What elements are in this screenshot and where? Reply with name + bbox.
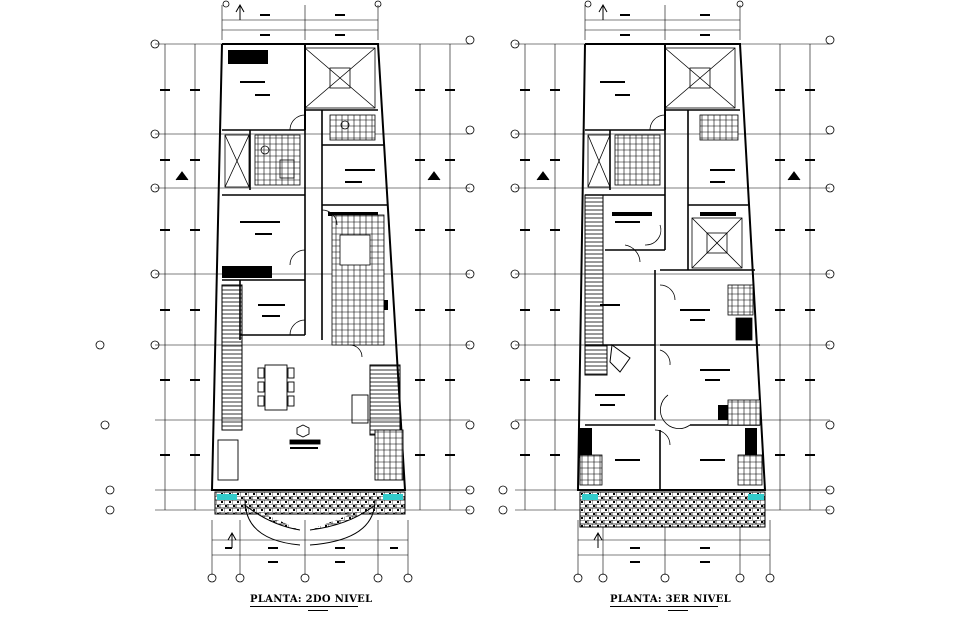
- plan-left-title: PLANTA: 2DO NIVEL: [250, 594, 373, 605]
- plan-left-drawing: [95, 0, 475, 583]
- plan-left-scale-mark: [308, 610, 328, 611]
- dining-table: [257, 364, 295, 411]
- stairs: [221, 284, 401, 436]
- living-furniture: [217, 394, 404, 481]
- bathroom-fixtures: [254, 114, 376, 186]
- dimension-ticks: [520, 14, 815, 563]
- north-arrow: [536, 3, 801, 548]
- plan-right-scale-mark: [668, 610, 688, 611]
- plan-right-drawing: [498, 0, 835, 583]
- room-labels: [240, 81, 375, 449]
- bathroom-fixtures: [579, 114, 763, 486]
- kitchen-floor: [331, 214, 385, 346]
- dimension-ticks: [160, 14, 455, 563]
- plan-right-title: PLANTA: 3ER NIVEL: [610, 594, 731, 605]
- balcony: [579, 491, 766, 528]
- grid-lines: [155, 5, 470, 575]
- balcony: [214, 491, 406, 546]
- grid-lines: [515, 5, 830, 575]
- plan-left-title-underline: [250, 606, 358, 607]
- door-swings: [289, 114, 363, 358]
- interior-walls: [222, 109, 388, 340]
- north-arrow: [175, 3, 441, 548]
- room-labels: [595, 81, 735, 461]
- stairs: [584, 194, 631, 376]
- plan-right-title-underline: [610, 606, 718, 607]
- door-swings: [624, 114, 691, 446]
- skylight: [587, 47, 743, 269]
- axis-bubbles: [95, 0, 475, 583]
- solid-blocks: [222, 50, 388, 310]
- skylight: [224, 47, 376, 188]
- axis-bubbles: [498, 0, 835, 583]
